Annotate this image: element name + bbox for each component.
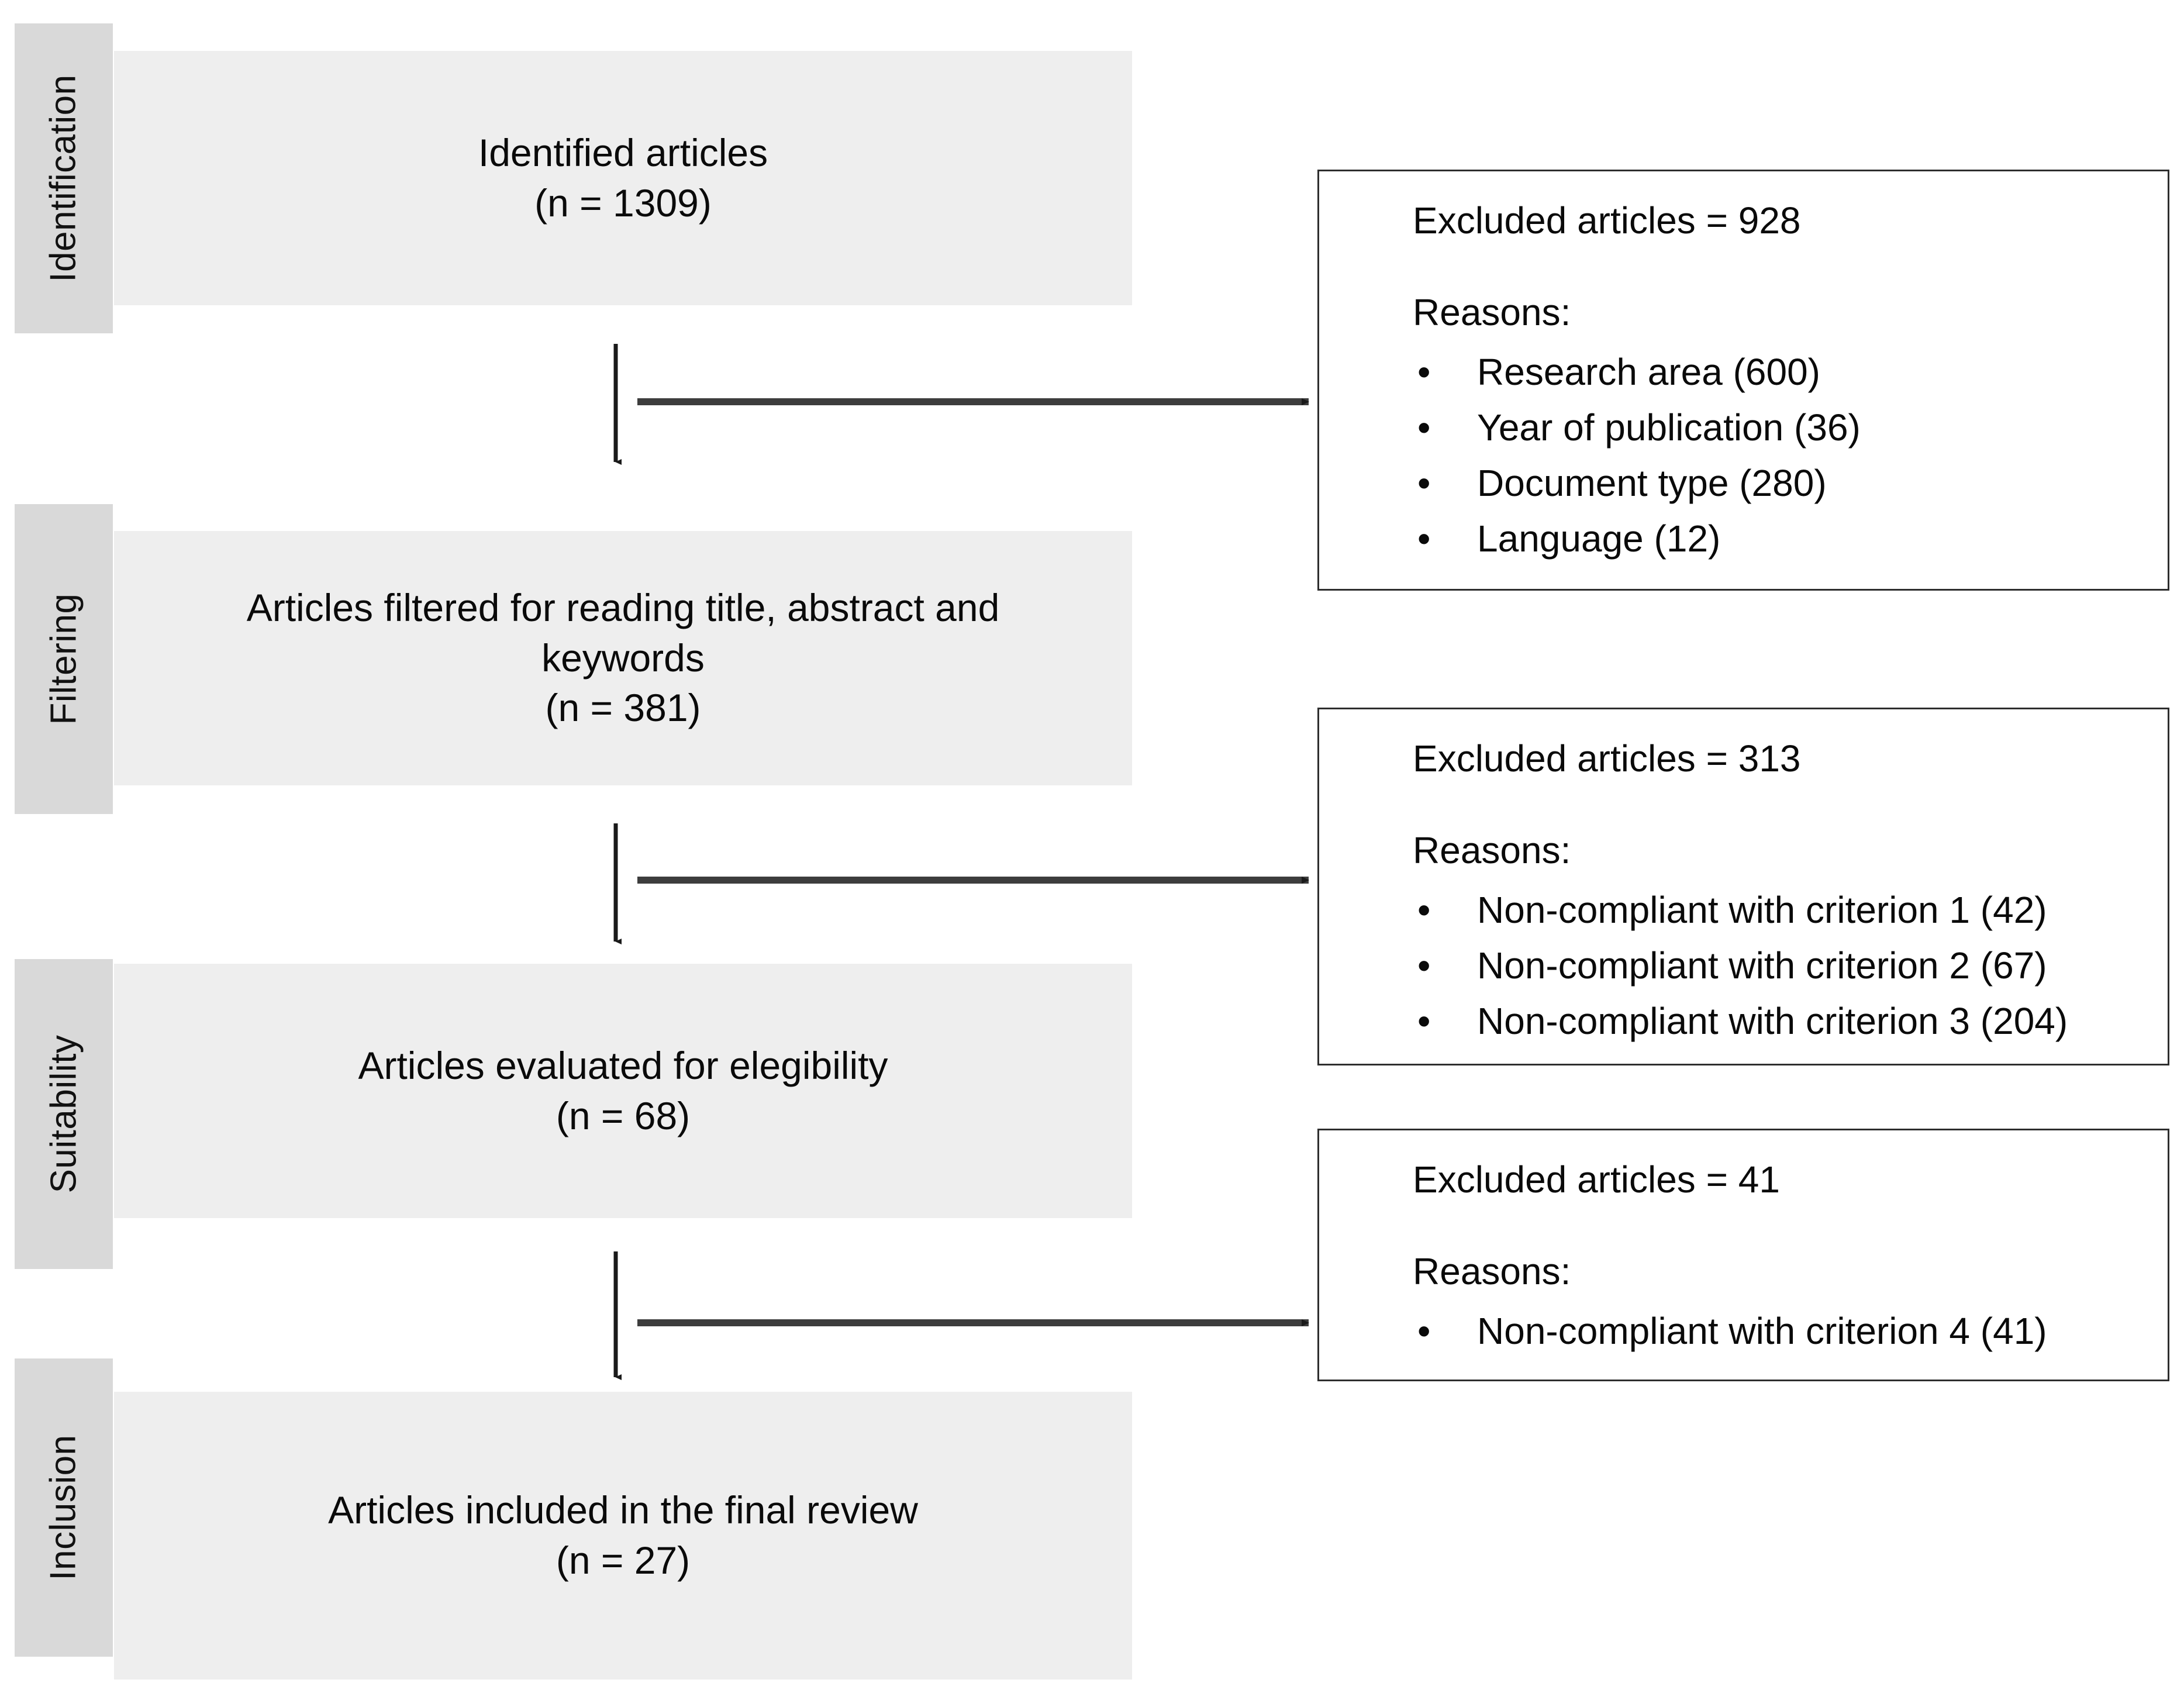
bullet-icon: • — [1417, 461, 1431, 504]
exclusion-1-heading: Excluded articles = 928 — [1413, 199, 1801, 242]
exclusion-box-2: Excluded articles = 313 Reasons: • Non-c… — [1317, 708, 2169, 1065]
exclusion-3-reason-list: • Non-compliant with criterion 4 (41) — [1413, 1307, 2150, 1356]
stage-label-identification: Identification — [43, 74, 84, 282]
stage-label-strip-filtering: Filtering — [15, 504, 113, 814]
stage-box-identification: Identified articles (n = 1309) — [114, 51, 1132, 305]
bullet-icon: • — [1417, 518, 1431, 560]
exclusion-1-reason-1: Year of publication (36) — [1477, 406, 1861, 449]
exclusion-box-3: Excluded articles = 41 Reasons: • Non-co… — [1317, 1129, 2169, 1381]
list-item: • Document type (280) — [1413, 459, 2150, 508]
bullet-icon: • — [1417, 888, 1431, 931]
stage-box-filtering: Articles filtered for reading title, abs… — [114, 531, 1132, 785]
bullet-icon: • — [1417, 999, 1431, 1042]
bullet-icon: • — [1417, 406, 1431, 449]
list-item: • Non-compliant with criterion 2 (67) — [1413, 942, 2150, 990]
exclusion-3-reason-0: Non-compliant with criterion 4 (41) — [1477, 1309, 2047, 1352]
list-item: • Non-compliant with criterion 3 (204) — [1413, 997, 2150, 1046]
stage-box-inclusion: Articles included in the final review (n… — [114, 1392, 1132, 1680]
list-item: • Year of publication (36) — [1413, 404, 2150, 452]
list-item: • Research area (600) — [1413, 348, 2150, 396]
list-item: • Language (12) — [1413, 515, 2150, 563]
stage-box-suitability: Articles evaluated for elegibility (n = … — [114, 964, 1132, 1218]
exclusion-2-heading: Excluded articles = 313 — [1413, 737, 1801, 780]
exclusion-2-reason-0: Non-compliant with criterion 1 (42) — [1477, 888, 2047, 931]
list-item: • Non-compliant with criterion 4 (41) — [1413, 1307, 2150, 1356]
stage-label-filtering: Filtering — [43, 593, 84, 725]
exclusion-box-1: Excluded articles = 928 Reasons: • Resea… — [1317, 170, 2169, 591]
exclusion-1-reasons-label: Reasons: — [1413, 291, 1571, 333]
exclusion-2-reason-list: • Non-compliant with criterion 1 (42) • … — [1413, 886, 2150, 1046]
exclusion-1-reason-list: • Research area (600) • Year of publicat… — [1413, 348, 2150, 564]
stage-label-suitability: Suitability — [43, 1034, 84, 1194]
stage-label-strip-identification: Identification — [15, 23, 113, 333]
exclusion-3-heading: Excluded articles = 41 — [1413, 1158, 1780, 1201]
stage-box-text-identification: Identified articles (n = 1309) — [478, 130, 768, 225]
stage-box-text-inclusion: Articles included in the final review (n… — [328, 1488, 918, 1582]
stage-label-inclusion: Inclusion — [43, 1434, 84, 1581]
exclusion-3-reasons-label: Reasons: — [1413, 1250, 1571, 1292]
exclusion-1-reason-0: Research area (600) — [1477, 350, 1820, 393]
stage-box-text-suitability: Articles evaluated for elegibility (n = … — [358, 1043, 888, 1137]
exclusion-1-reason-3: Language (12) — [1477, 518, 1721, 560]
stage-label-strip-inclusion: Inclusion — [15, 1358, 113, 1657]
list-item: • Non-compliant with criterion 1 (42) — [1413, 886, 2150, 934]
stage-label-strip-suitability: Suitability — [15, 959, 113, 1269]
stage-box-text-filtering: Articles filtered for reading title, abs… — [246, 585, 1000, 730]
bullet-icon: • — [1417, 1309, 1431, 1352]
bullet-icon: • — [1417, 350, 1431, 393]
exclusion-2-reason-2: Non-compliant with criterion 3 (204) — [1477, 999, 2068, 1042]
exclusion-2-reasons-label: Reasons: — [1413, 829, 1571, 871]
bullet-icon: • — [1417, 944, 1431, 987]
exclusion-1-reason-2: Document type (280) — [1477, 461, 1827, 504]
exclusion-2-reason-1: Non-compliant with criterion 2 (67) — [1477, 944, 2047, 987]
